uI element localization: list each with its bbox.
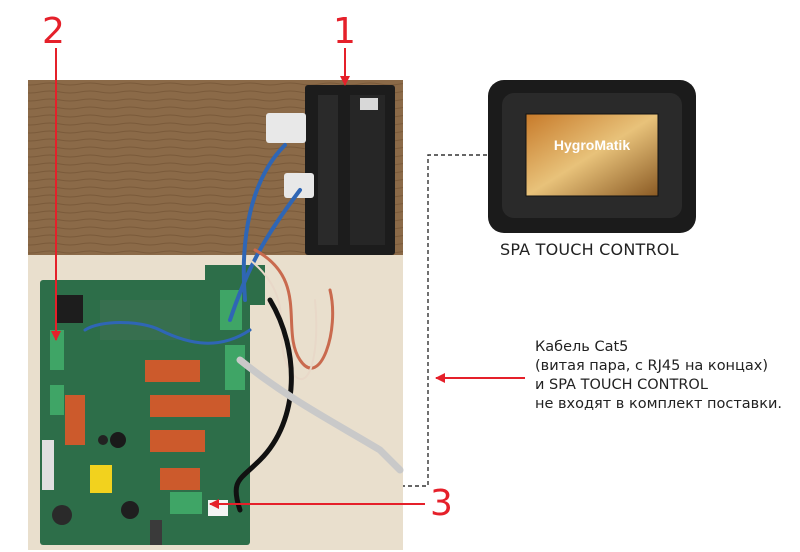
callout-number-1: 1 [333,11,356,52]
callout-number-3: 3 [430,483,453,524]
transformer [90,465,112,493]
cat5-cable-dashed-line [403,154,487,487]
device-screen [526,114,658,196]
connector-3 [170,492,202,514]
note-line-4: не входят в комплект поставки. [535,396,783,412]
note-line-3: и SPA TOUCH CONTROL [535,377,708,393]
device-label: SPA TOUCH CONTROL [500,240,679,259]
pcb-board [40,265,265,545]
relay-3 [150,430,205,452]
rj45-jack [55,295,83,323]
controller-photo [28,80,404,550]
cable-note: Кабель Cat5 (витая пара, с RJ45 на конца… [535,338,782,414]
note-line-1: Кабель Cat5 [535,339,629,355]
relay-block [266,85,395,255]
spa-touch-control-device: HygroMatik [488,80,696,233]
screen-brand-text: HygroMatik [554,137,630,153]
note-line-2: (витая пара, с RJ45 на концах) [535,358,769,374]
relay-2 [150,395,205,417]
callout-number-2: 2 [42,11,65,52]
cables [83,143,404,513]
relay-1 [145,360,200,382]
